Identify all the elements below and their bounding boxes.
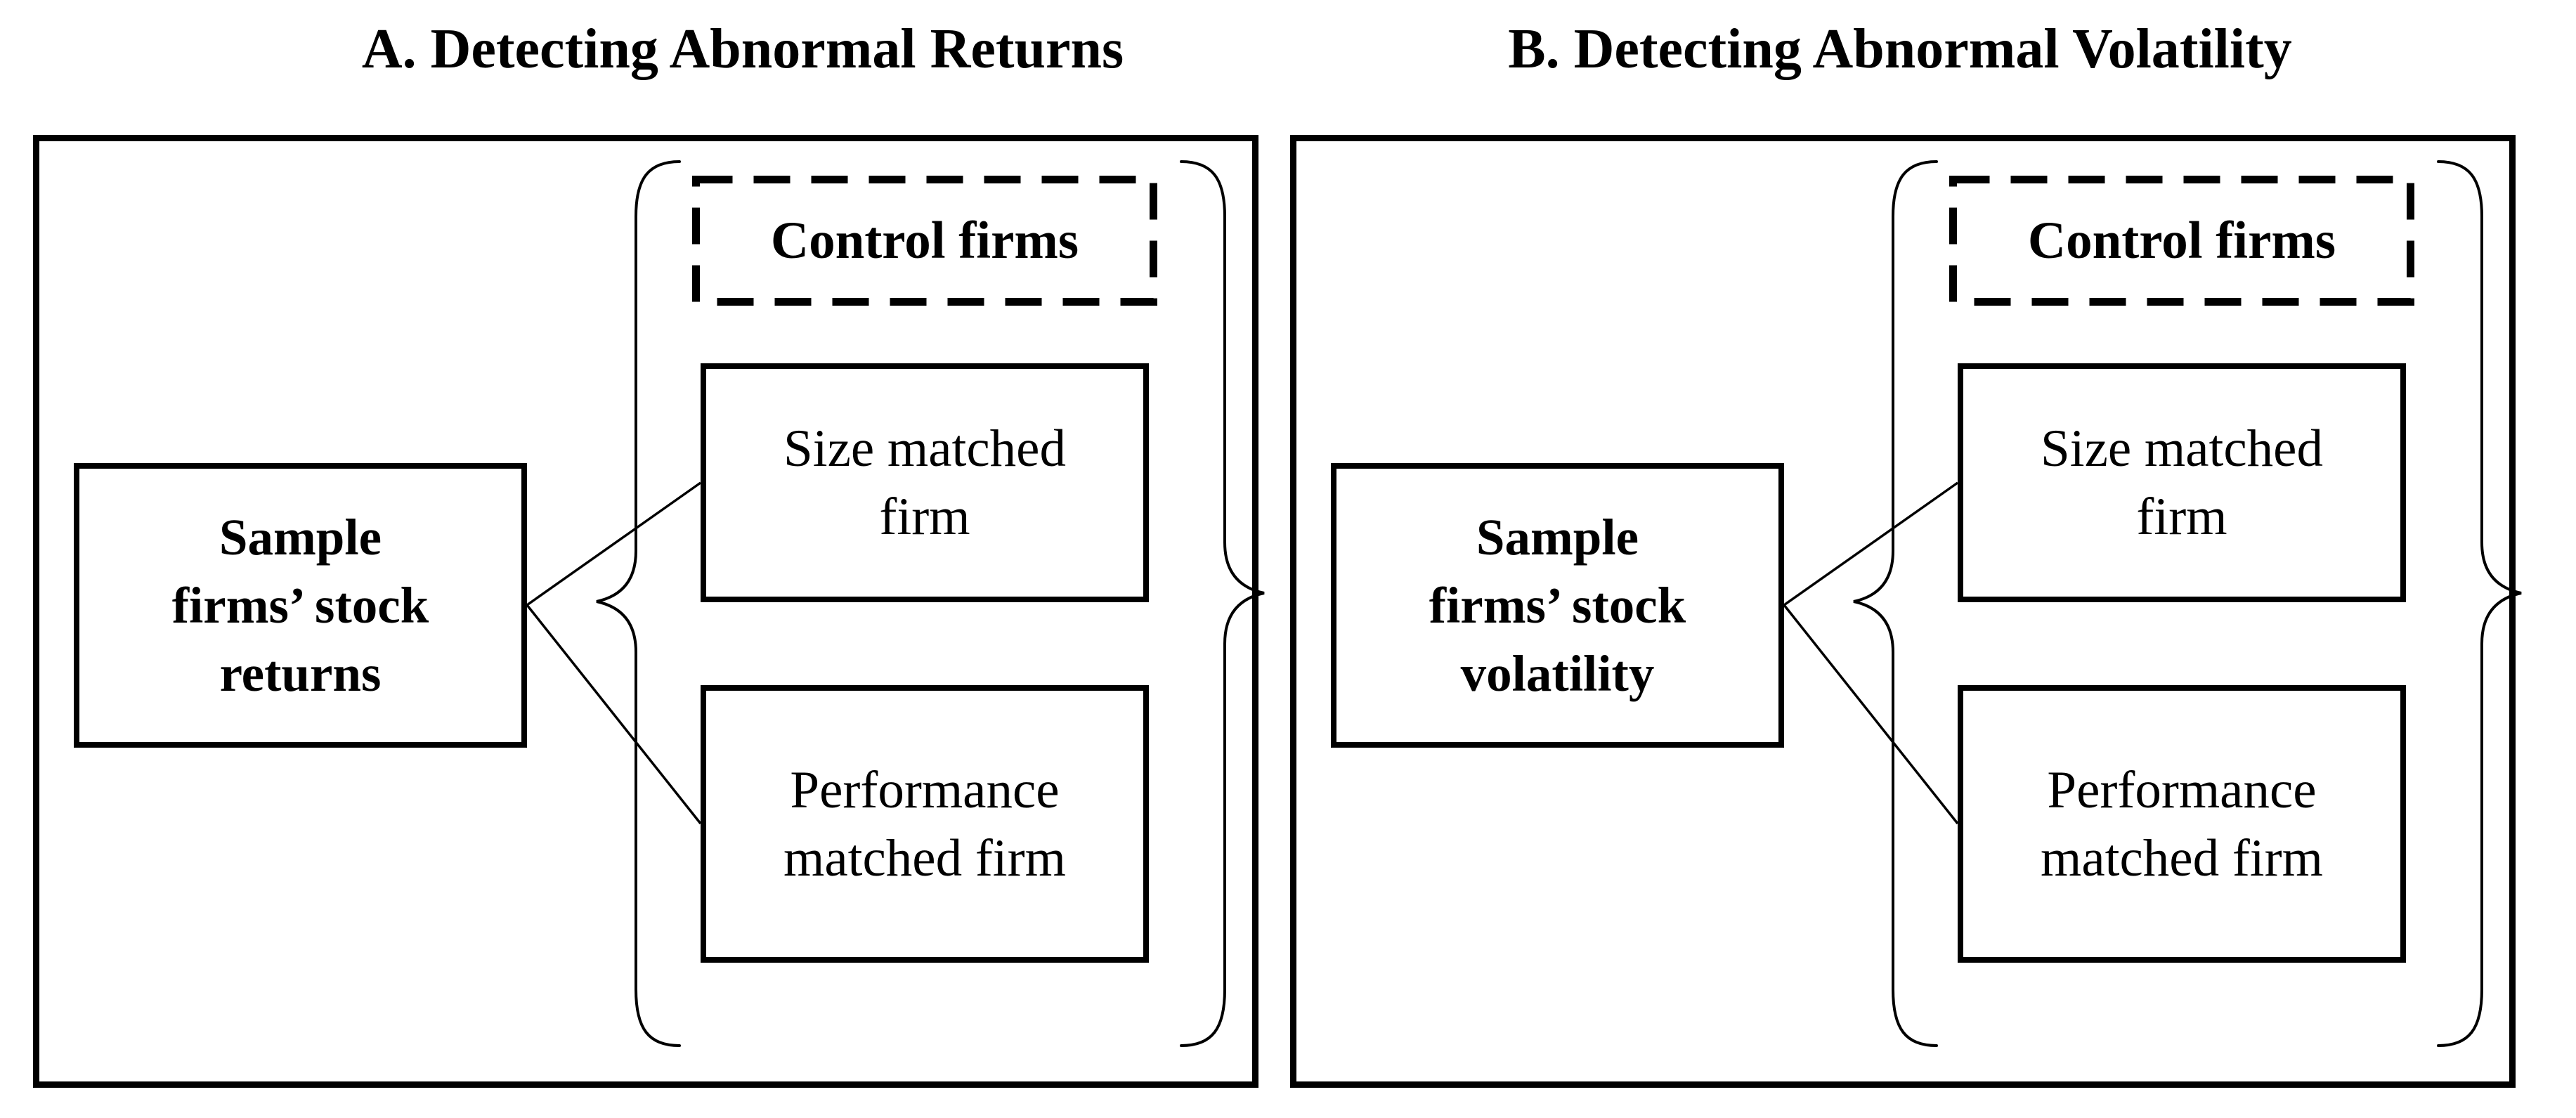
panel-a-right-curly-brace xyxy=(1180,160,1265,1047)
sample-box-line: firms’ stock xyxy=(1429,577,1686,634)
sample-box-line: volatility xyxy=(1460,645,1655,702)
panel-a-sample-box: Sample firms’ stock returns xyxy=(74,463,527,748)
panel-a-performance-matched-firm-box: Performance matched firm xyxy=(701,685,1149,963)
panel-b-size-matched-firm-box: Size matched firm xyxy=(1958,363,2406,602)
size-matched-firm-line: firm xyxy=(879,488,970,546)
size-matched-firm-line: Size matched xyxy=(2041,420,2323,478)
size-matched-firm-line: Size matched xyxy=(783,420,1066,478)
performance-matched-firm-line: matched firm xyxy=(2041,828,2323,888)
panel-a-overlay xyxy=(526,160,1265,1047)
panel-b-overlay xyxy=(1783,160,2522,1047)
panel-a-connector-to-size-matched xyxy=(526,481,702,606)
panel-a-control-firms-dashed-border xyxy=(692,176,1157,306)
performance-matched-firm-line: Performance xyxy=(790,760,1060,819)
size-matched-firm-line: firm xyxy=(2136,488,2227,546)
panel-b-title: B. Detecting Abnormal Volatility xyxy=(1508,18,2292,80)
panel-b-left-curly-brace xyxy=(1853,160,1938,1047)
sample-box-line: firms’ stock xyxy=(171,577,429,634)
panel-b-connector-to-performance-matched xyxy=(1783,604,1959,825)
panel-a-connector-to-performance-matched xyxy=(526,604,702,825)
panel-b-control-firms-label: Control firms xyxy=(2027,211,2336,270)
panel-a-title: A. Detecting Abnormal Returns xyxy=(361,18,1124,80)
panel-b-performance-matched-firm-box: Performance matched firm xyxy=(1958,685,2406,963)
panel-b-connector-to-size-matched xyxy=(1783,481,1959,606)
performance-matched-firm-line: Performance xyxy=(2047,760,2317,819)
panel-b-right-curly-brace xyxy=(2437,160,2522,1047)
sample-box-line: returns xyxy=(219,645,382,702)
panel-b-frame: Sample firms’ stock volatility Control f… xyxy=(1290,135,2522,1088)
panel-a-control-firms-label: Control firms xyxy=(770,211,1079,270)
panel-b-control-firms-dashed-border xyxy=(1949,176,2414,306)
panel-a-left-curly-brace xyxy=(596,160,681,1047)
sample-box-line: Sample xyxy=(219,509,382,566)
panel-a-size-matched-firm-box: Size matched firm xyxy=(701,363,1149,602)
panel-b-sample-box: Sample firms’ stock volatility xyxy=(1331,463,1784,748)
sample-box-line: Sample xyxy=(1476,509,1639,566)
performance-matched-firm-line: matched firm xyxy=(783,828,1066,888)
panel-a-frame: Sample firms’ stock returns Control firm… xyxy=(33,135,1265,1088)
